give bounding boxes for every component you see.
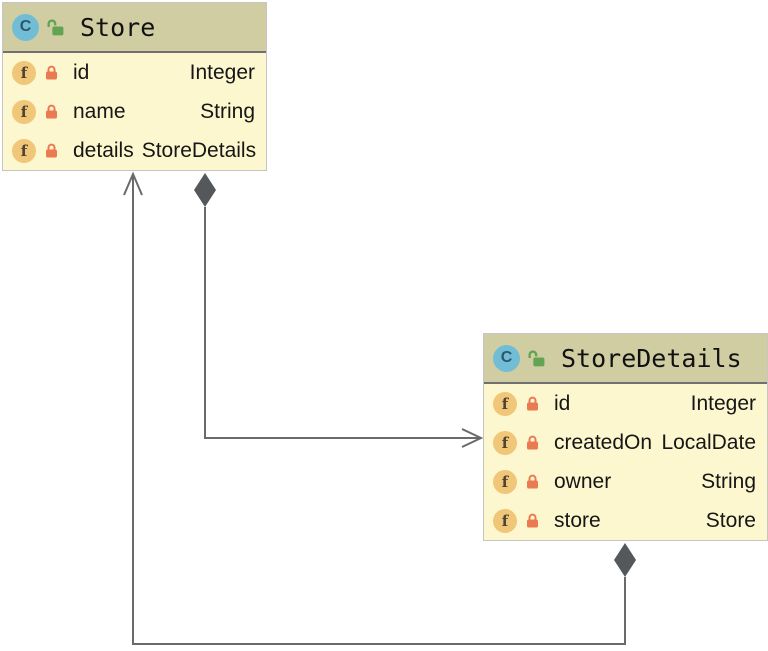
field-icon-letter: f	[20, 63, 28, 82]
connector-line[interactable]	[204, 207, 480, 439]
field-type: String	[701, 469, 756, 493]
class-field-list: f id Integer f name String	[3, 53, 266, 170]
field-row[interactable]: f name String	[3, 92, 266, 131]
field-type: StoreDetails	[141, 138, 257, 162]
locked-icon	[46, 65, 57, 80]
field-icon: f	[493, 508, 517, 533]
field-name: id	[73, 60, 90, 84]
composition-diamond-icon	[614, 543, 636, 577]
composition-diamond-icon	[194, 173, 216, 207]
field-type: String	[200, 99, 255, 123]
class-icon: C	[12, 13, 39, 41]
field-icon: f	[493, 391, 517, 416]
class-title: StoreDetails	[561, 343, 742, 373]
field-type: Store	[705, 508, 756, 532]
class-header[interactable]: C StoreDetails	[484, 334, 767, 384]
class-node-store[interactable]: C Store f id Integer	[2, 2, 267, 171]
class-icon-letter: C	[500, 349, 513, 366]
unlocked-icon	[528, 349, 545, 366]
field-icon: f	[12, 60, 36, 85]
field-type: Integer	[690, 391, 756, 415]
field-name: name	[73, 99, 126, 123]
field-icon-letter: f	[501, 472, 509, 491]
field-name: store	[554, 508, 601, 532]
field-name: owner	[554, 469, 612, 493]
class-node-storedetails[interactable]: C StoreDetails f id Integer	[483, 333, 768, 541]
field-icon: f	[493, 469, 517, 494]
open-arrowhead-icon	[123, 171, 143, 196]
field-icon-letter: f	[20, 141, 28, 160]
field-row[interactable]: f id Integer	[484, 384, 767, 423]
field-icon: f	[493, 430, 517, 455]
relationship-store-to-storedetails[interactable]	[194, 173, 484, 448]
field-name: id	[554, 391, 571, 415]
locked-icon	[46, 143, 57, 158]
open-arrowhead-icon	[461, 428, 484, 448]
field-row[interactable]: f details StoreDetails	[3, 131, 266, 170]
field-row[interactable]: f createdOn LocalDate	[484, 423, 767, 462]
locked-icon	[46, 104, 57, 119]
locked-icon	[527, 435, 538, 450]
class-title: Store	[80, 12, 156, 42]
locked-icon	[527, 513, 538, 528]
field-icon: f	[12, 138, 36, 163]
field-icon-letter: f	[501, 511, 509, 530]
class-header[interactable]: C Store	[3, 3, 266, 53]
field-icon-letter: f	[20, 102, 28, 121]
field-row[interactable]: f owner String	[484, 462, 767, 501]
class-icon: C	[493, 344, 520, 372]
field-row[interactable]: f store Store	[484, 501, 767, 540]
class-field-list: f id Integer f createdOn LocalDate	[484, 384, 767, 540]
field-type: LocalDate	[661, 430, 756, 454]
class-icon-letter: C	[19, 18, 32, 35]
field-row[interactable]: f id Integer	[3, 53, 266, 92]
field-icon-letter: f	[501, 394, 509, 413]
field-type: Integer	[189, 60, 255, 84]
locked-icon	[527, 396, 538, 411]
field-icon-letter: f	[501, 433, 509, 452]
field-icon: f	[12, 99, 36, 124]
field-name: createdOn	[554, 430, 653, 454]
unlocked-icon	[47, 18, 64, 35]
locked-icon	[527, 474, 538, 489]
field-name: details	[73, 138, 134, 162]
